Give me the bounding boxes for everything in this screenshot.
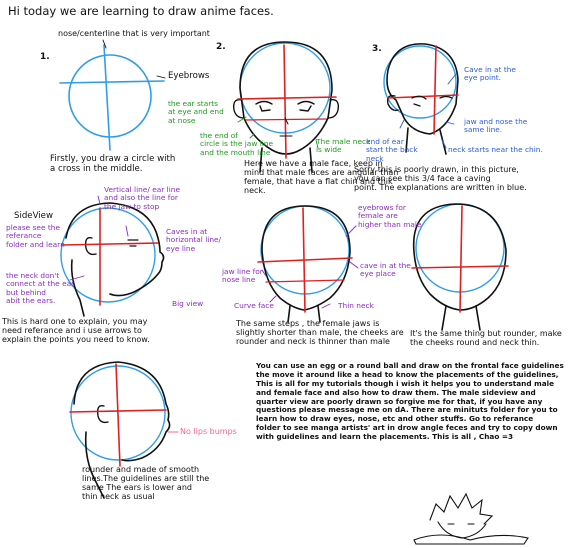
sideview-guide-circle	[60, 207, 156, 303]
step2-right-ear	[327, 99, 340, 119]
sideview-arrows	[69, 195, 129, 281]
female-caption: The same steps , the female jaws is slig…	[236, 319, 404, 346]
closing-paragraph: You can use an egg or a round ball and d…	[256, 361, 564, 442]
female-head-outline	[261, 205, 351, 311]
female-eye-line	[257, 257, 353, 263]
chibi-doodle	[413, 492, 529, 545]
female-side-caption: rounder and made of smooth lines.The gui…	[82, 465, 210, 501]
female-drawing	[257, 205, 359, 323]
female-side-ear	[96, 405, 109, 424]
female-side-note-lips: No lips bumps	[180, 427, 237, 436]
step3-guide-circle	[383, 45, 457, 119]
female-arrows	[261, 225, 359, 309]
step1-eyebrow-line	[59, 80, 165, 84]
rounder-centerline	[459, 205, 463, 313]
step2-right-eye	[297, 100, 315, 112]
step1-label-eyebrows: Eyebrows	[168, 71, 210, 81]
step3-note-start-neck: end of ear start the back neck	[366, 137, 418, 163]
step1-guide-circle	[68, 54, 152, 138]
sideview-note-bigview: Big view	[172, 299, 204, 308]
step2-left-ear	[232, 99, 245, 119]
step2-centerline	[283, 44, 287, 159]
step1-caption: Firstly, you draw a circle with a cross …	[50, 154, 176, 174]
sideview-ear	[84, 237, 97, 256]
sideview-horizontal-line	[61, 242, 159, 246]
step3-head-outline	[386, 43, 459, 135]
rounder-head-outline	[412, 203, 507, 311]
step1-arrow-eyebrows	[156, 75, 166, 79]
sideview-head-outline	[65, 202, 165, 297]
step3-arrows	[399, 73, 457, 149]
step3-ear	[386, 94, 399, 112]
step3-drawing	[383, 43, 459, 155]
step3-centerline	[433, 45, 437, 135]
rounder-neck	[441, 305, 481, 331]
sideview-heading: SideView	[14, 211, 53, 221]
step1-centerline	[103, 44, 111, 151]
step2-note-circle: the end of circle is the jaw line and th…	[200, 131, 274, 157]
page-title: Hi today we are learning to draw anime f…	[8, 4, 274, 18]
female-side-vertical-line	[115, 363, 121, 467]
female-side-drawing	[69, 361, 179, 499]
step-number-3: 3.	[372, 44, 382, 54]
female-note-cave: cave in at the eye place	[360, 261, 411, 279]
sideview-back-of-neck	[70, 259, 85, 317]
sideview-note-neck: the neck don't connect at the ear but be…	[6, 271, 75, 305]
rounder-caption: It's the same thing but rounder, make th…	[410, 329, 562, 347]
female-side-guide-circle	[70, 365, 166, 461]
sideview-note-reference: please see the referance folder and lear…	[6, 223, 65, 249]
female-side-head-outline	[73, 361, 171, 462]
female-note-eyebrows: eyebrows for female are higher than male	[358, 203, 422, 229]
sideview-note-cave: Caves in at horizontal line/ eye line	[166, 227, 222, 253]
female-side-horizontal-line	[69, 409, 167, 413]
step2-eye-line	[237, 96, 337, 100]
sideview-drawing	[60, 195, 165, 317]
step3-note-neck-starts: neck starts near the chin.	[448, 145, 543, 154]
step2-caption: Here we have a male face, keep in mind t…	[244, 159, 399, 195]
step2-note-ear: the ear starts at eye and end at nose	[168, 99, 224, 125]
step3-note-jaw: jaw and nose the same line.	[464, 117, 528, 135]
rounder-drawing	[411, 203, 509, 331]
step1-arrow-top	[102, 39, 107, 49]
step2-drawing	[232, 41, 340, 173]
step2-nose	[284, 117, 289, 125]
step3-caption: Sorry this is poorly drawn, in this pict…	[354, 165, 527, 192]
rounder-eye-line	[411, 265, 509, 269]
step2-left-eye	[255, 100, 273, 112]
sideview-note-vertical: Vertical line/ ear line and also the lin…	[104, 185, 180, 211]
sideview-caption: This is hard one to explain, you may nee…	[2, 317, 150, 344]
step2-arrows	[237, 116, 319, 149]
step2-note-neck: The male neck is wide	[316, 137, 371, 155]
step1-drawing	[59, 39, 166, 151]
step3-note-cave: Cave in at the eye point.	[464, 65, 516, 83]
step-number-1: 1.	[40, 52, 50, 62]
female-note-curve: Curve face	[234, 301, 274, 310]
sideview-eye	[127, 239, 139, 247]
female-note-jaw: jaw line for nose line	[222, 267, 263, 285]
female-side-back-of-neck	[84, 431, 105, 499]
female-nose-line	[265, 279, 345, 283]
female-note-neck: Thin neck	[338, 301, 374, 310]
female-neck	[287, 305, 321, 323]
step3-eyes	[411, 95, 453, 107]
step2-neck	[259, 147, 313, 173]
step1-label-top: nose/centerline that is very important	[58, 29, 210, 38]
step2-head-outline	[239, 41, 333, 155]
step-number-2: 2.	[216, 42, 226, 52]
